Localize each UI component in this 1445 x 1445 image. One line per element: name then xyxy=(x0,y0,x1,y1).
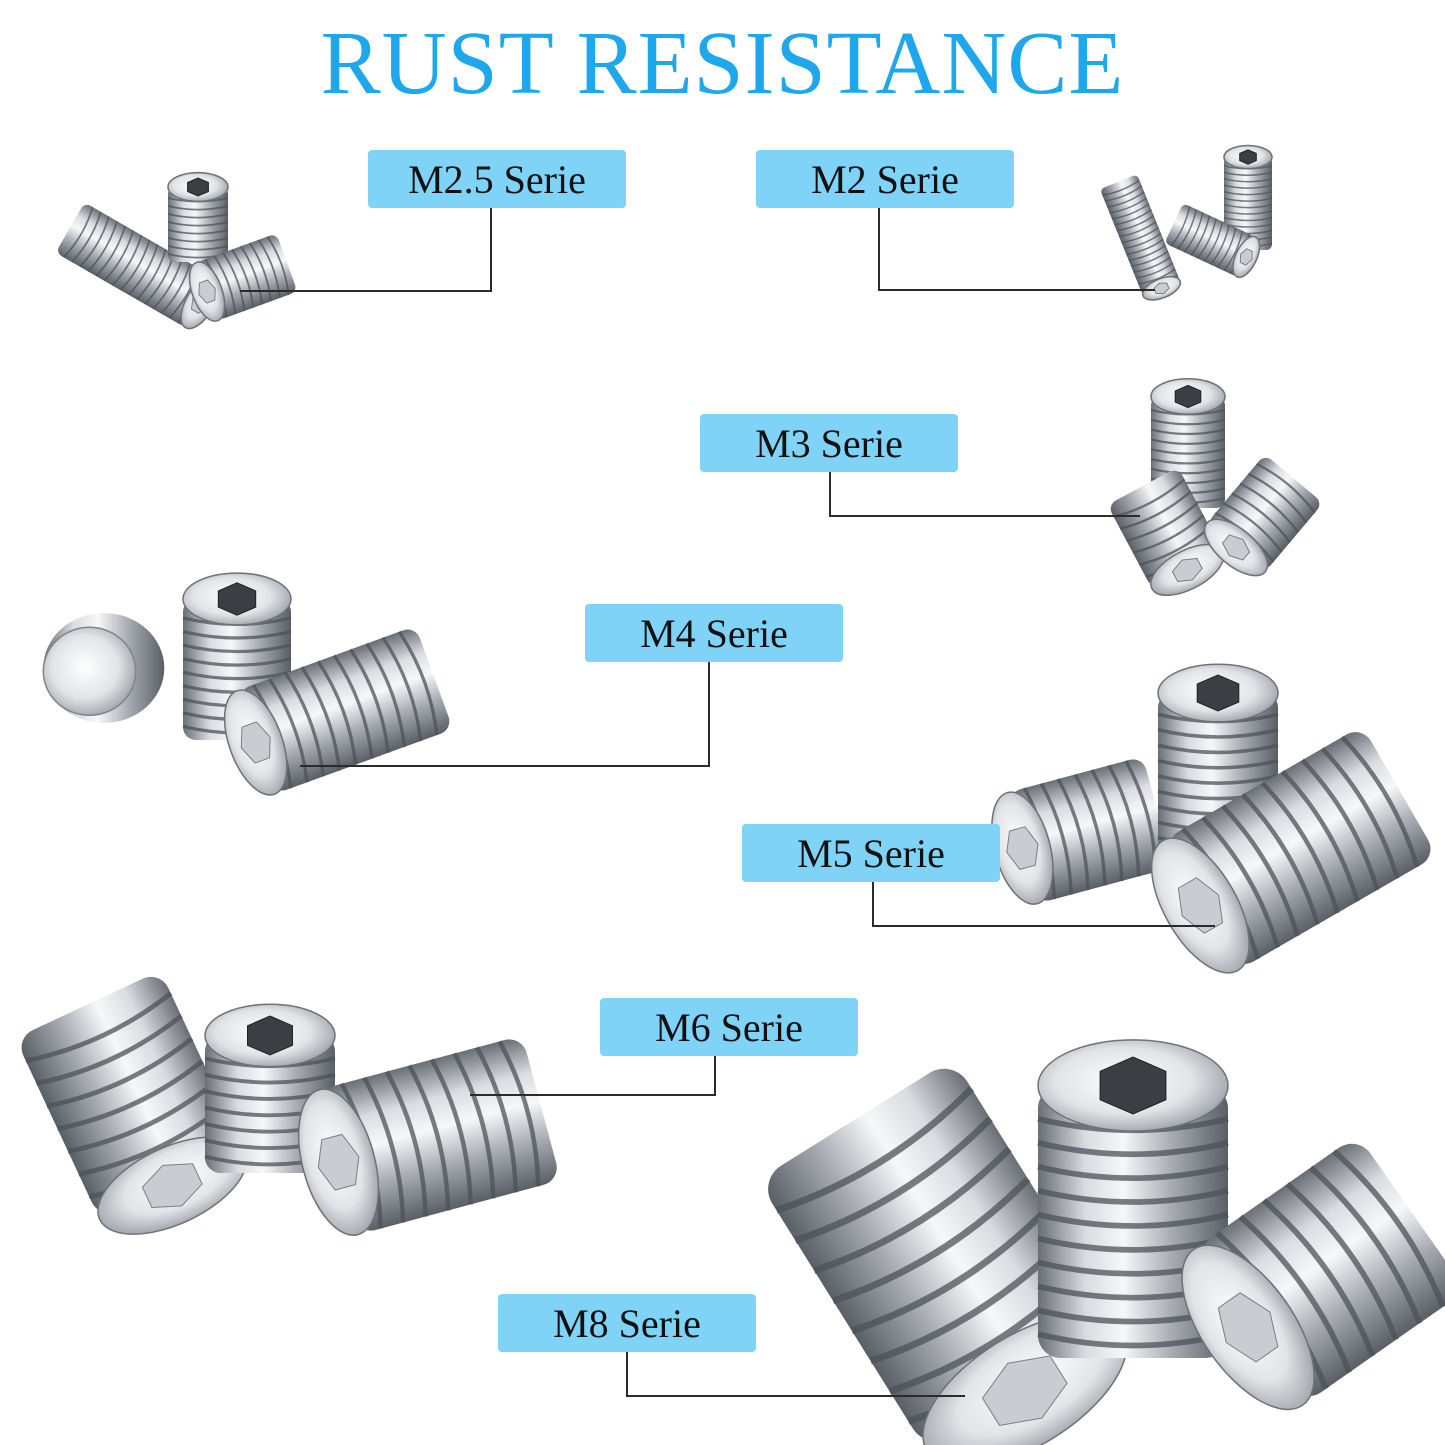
label-m25-serie: M2.5 Serie xyxy=(368,150,626,208)
screw-m2-c xyxy=(1166,204,1261,279)
screw-m5-a xyxy=(991,759,1170,905)
screw-m2-b xyxy=(1223,144,1273,250)
screw-m8-b xyxy=(1037,1039,1229,1358)
screw-m25-b xyxy=(167,171,229,262)
label-m5-serie: M5 Serie xyxy=(742,824,1000,882)
screw-m3-c xyxy=(1203,457,1320,577)
screw-m3-b xyxy=(1110,470,1225,596)
label-m3-serie: M3 Serie xyxy=(700,414,958,472)
screw-m4-a xyxy=(42,613,165,723)
label-m6-serie: M6 Serie xyxy=(600,998,858,1056)
screw-m8-c xyxy=(1181,1143,1445,1411)
page-title: RUST RESISTANCE xyxy=(320,14,1125,113)
label-m4-serie: M4 Serie xyxy=(585,604,843,662)
label-m8-serie: M8 Serie xyxy=(498,1294,756,1352)
label-m2-serie: M2 Serie xyxy=(756,150,1014,208)
